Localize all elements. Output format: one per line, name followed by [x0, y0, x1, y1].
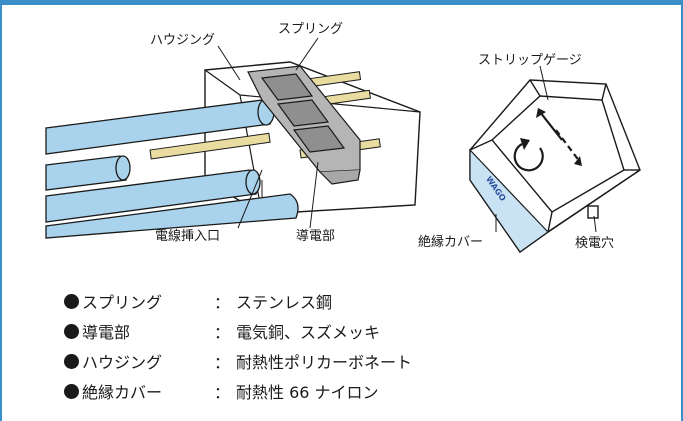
leader-strip-gauge	[539, 65, 549, 101]
label-strip-gauge: ストリップゲージ	[478, 53, 582, 68]
label-insulation-cover: 絶縁カバー	[418, 234, 483, 250]
legend-part: 導電部	[82, 323, 131, 342]
legend-material: ステンレス鋼	[236, 293, 333, 312]
label-conductor: 導電部	[296, 229, 335, 244]
label-housing: ハウジング	[150, 33, 215, 48]
legend-row-conductor: 導電部 ： 電気銅、スズメッキ	[64, 316, 412, 346]
legend-material: 電気銅、スズメッキ	[236, 323, 381, 342]
label-test-hole: 検電穴	[575, 236, 614, 251]
leader-lines	[217, 37, 319, 229]
legend-part: ハウジング	[82, 353, 163, 372]
legend-separator: ：	[214, 293, 231, 312]
label-spring: スプリング	[278, 22, 343, 37]
connector-closed	[469, 79, 641, 253]
bullet-icon	[64, 383, 79, 399]
legend-separator: ：	[214, 353, 231, 372]
label-wire-inlet: 電線挿入口	[155, 228, 220, 244]
legend-part: 絶縁カバー	[82, 383, 163, 402]
legend-row-housing: ハウジング ： 耐熱性ポリカーボネート	[64, 346, 412, 376]
bullet-icon	[64, 353, 79, 369]
legend-separator: ：	[214, 383, 231, 402]
legend-row-spring: スプリング ： ステンレス鋼	[64, 286, 412, 316]
legend-row-insulation-cover: 絶縁カバー ： 耐熱性 66 ナイロン	[64, 376, 412, 406]
bullet-icon	[64, 323, 79, 339]
legend-material: 耐熱性 66 ナイロン	[236, 383, 379, 402]
legend-part: スプリング	[82, 293, 163, 312]
leader-test-hole	[593, 215, 597, 233]
spring-clamp	[247, 65, 361, 185]
legend-separator: ：	[214, 323, 231, 342]
legend-material: 耐熱性ポリカーボネート	[236, 353, 413, 372]
strip-gauge-icon	[513, 108, 582, 172]
materials-legend: スプリング ： ステンレス鋼 導電部 ： 電気銅、スズメッキ ハウジング ： 耐…	[64, 286, 412, 406]
bullet-icon	[64, 293, 79, 309]
wires	[45, 98, 299, 239]
